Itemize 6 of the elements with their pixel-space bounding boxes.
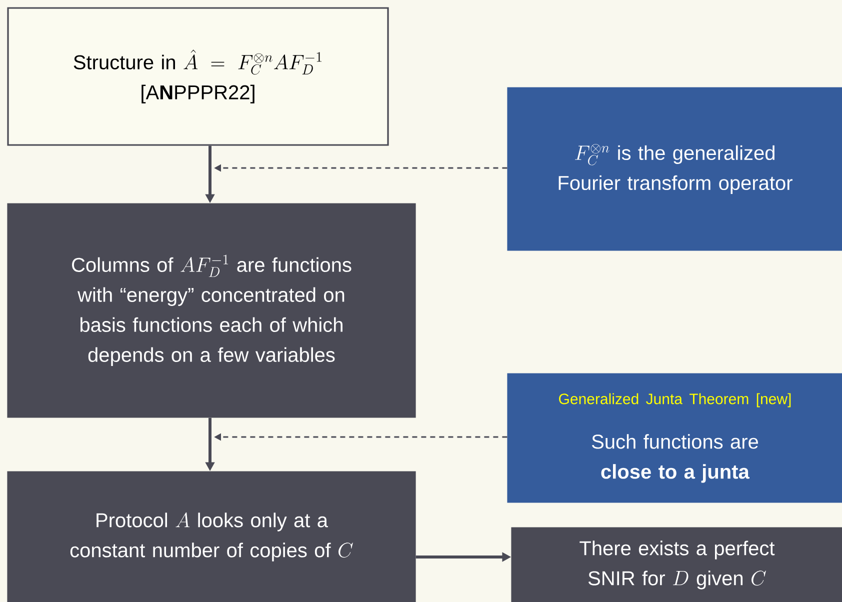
process-box: There exists a perfect SNIR for $D$ given $C$ [511, 527, 842, 602]
process-box: Protocol $A$ looks only at a constant number of copies of $C$ [7, 471, 416, 602]
note-box: Generalized Junta Theorem [new] Such functions are close to a junta [507, 373, 842, 503]
note-box: $F_C^{\otimes n}$ is the generalized Fourier transform operator [507, 87, 842, 251]
process-box: Columns of $AF_D^{-1}$ are functions with “energy” concentrated on basis functions each of which depends on a few variables [7, 203, 416, 418]
process-box: Structure in $\hat{A} = F_C^{\otimes n} A F_D^{-1}$ [ANPPPR22] [7, 7, 389, 146]
